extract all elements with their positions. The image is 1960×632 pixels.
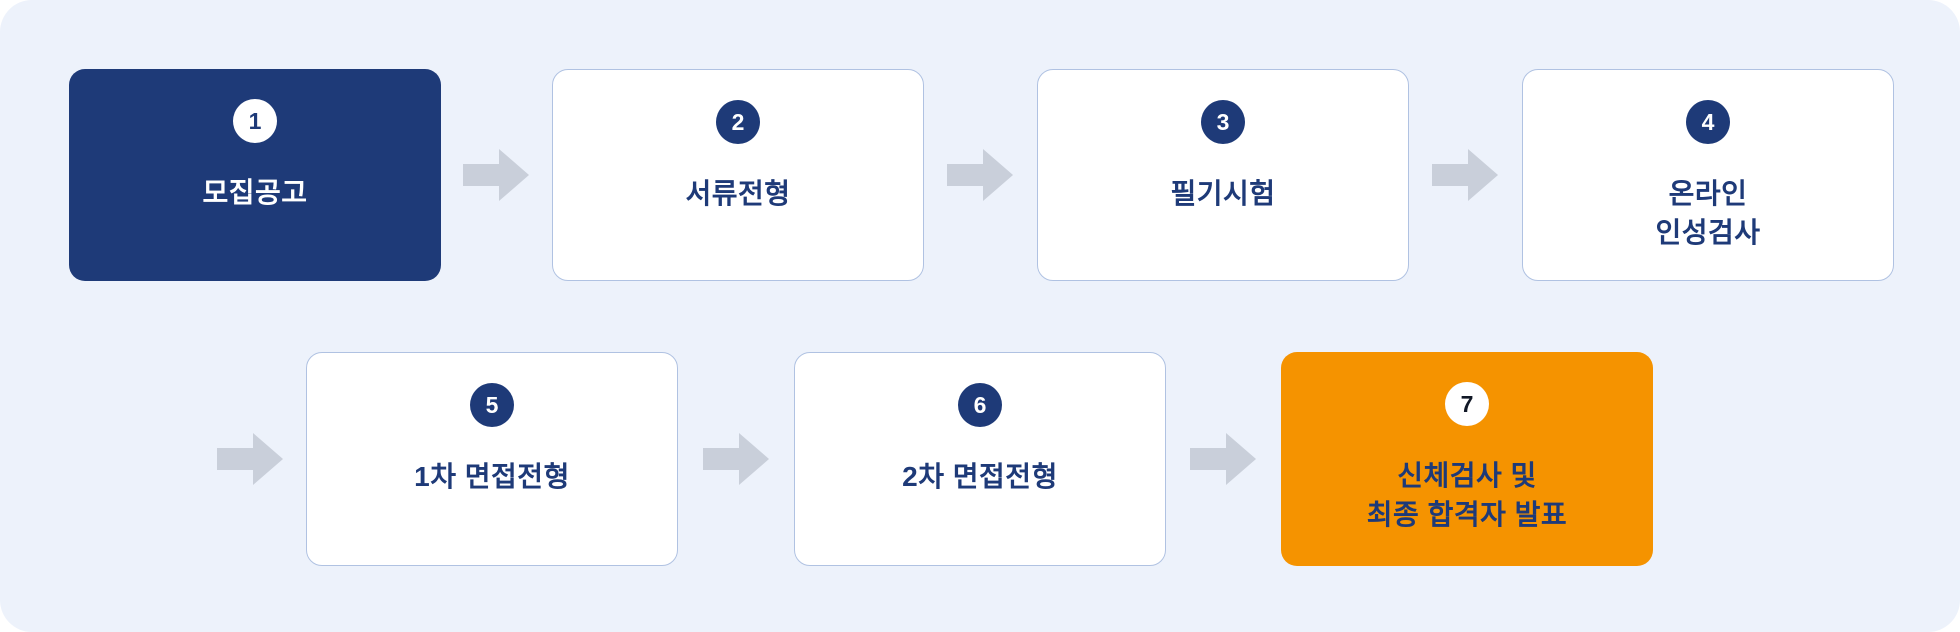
arrow-head [1226, 433, 1256, 485]
flow-arrow-icon [1432, 149, 1498, 201]
step-2-number-badge: 2 [716, 100, 760, 144]
flow-arrow-icon [703, 433, 769, 485]
step-2-label: 서류전형 [685, 178, 791, 209]
step-7-box: 7 신체검사 및 최종 합격자 발표 [1281, 352, 1653, 566]
step-4-number-badge: 4 [1686, 100, 1730, 144]
flow-arrow-icon [947, 149, 1013, 201]
arrow-head [983, 149, 1013, 201]
step-4-label: 온라인 인성검사 [1655, 178, 1761, 249]
flow-arrow-icon [1190, 433, 1256, 485]
step-1-label: 모집공고 [202, 177, 308, 208]
step-6-box: 6 2차 면접전형 [794, 352, 1166, 566]
arrow-shaft [947, 164, 983, 186]
step-6-label: 2차 면접전형 [902, 461, 1058, 492]
arrow-head [1468, 149, 1498, 201]
step-7-label: 신체검사 및 최종 합격자 발표 [1366, 460, 1568, 531]
arrow-shaft [217, 448, 253, 470]
step-3-box: 3 필기시험 [1037, 69, 1409, 281]
step-1-number-badge: 1 [233, 99, 277, 143]
arrow-head [499, 149, 529, 201]
step-5-label: 1차 면접전형 [414, 461, 570, 492]
flow-arrow-icon [217, 433, 283, 485]
flow-arrow-icon [463, 149, 529, 201]
step-5-box: 5 1차 면접전형 [306, 352, 678, 566]
step-3-label: 필기시험 [1170, 178, 1276, 209]
arrow-shaft [703, 448, 739, 470]
step-6-number-badge: 6 [958, 383, 1002, 427]
arrow-shaft [1432, 164, 1468, 186]
arrow-shaft [1190, 448, 1226, 470]
arrow-shaft [463, 164, 499, 186]
step-4-box: 4 온라인 인성검사 [1522, 69, 1894, 281]
step-2-box: 2 서류전형 [552, 69, 924, 281]
arrow-head [253, 433, 283, 485]
step-1-box: 1 모집공고 [69, 69, 441, 281]
arrow-head [739, 433, 769, 485]
step-3-number-badge: 3 [1201, 100, 1245, 144]
step-7-number-badge: 7 [1445, 382, 1489, 426]
step-5-number-badge: 5 [470, 383, 514, 427]
